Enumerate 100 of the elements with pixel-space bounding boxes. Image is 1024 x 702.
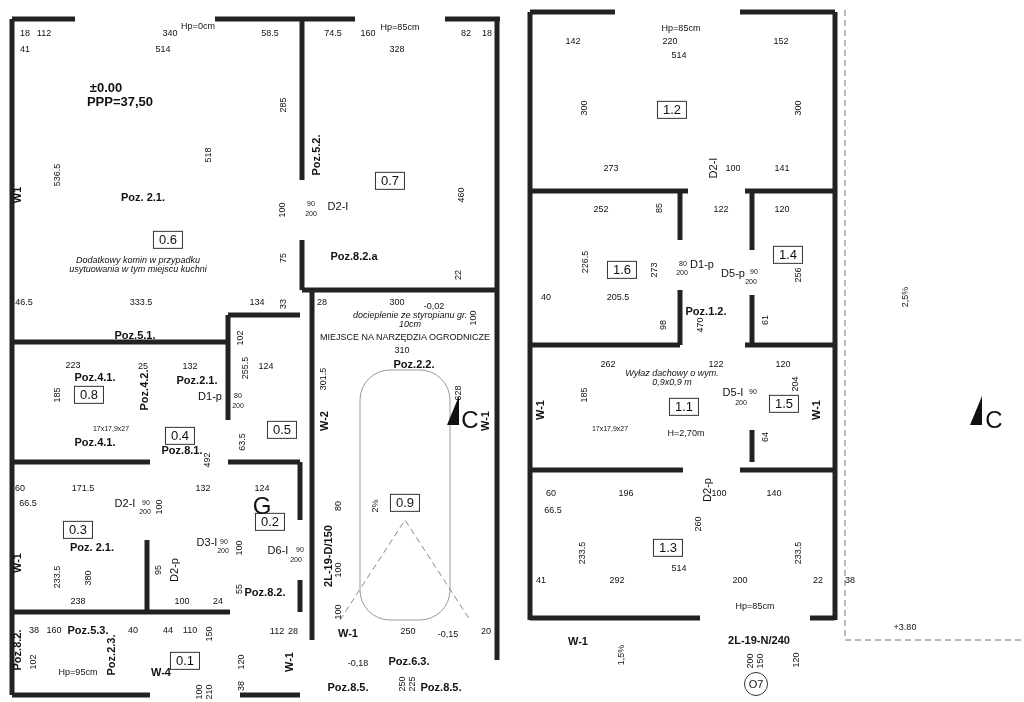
dimension-label: 255.5 xyxy=(241,356,251,380)
dimension-label: 122 xyxy=(713,205,729,215)
annotation-text: Hp=85cm xyxy=(380,23,420,33)
dimension-label: 74.5 xyxy=(324,29,342,39)
dimension-label: 112 xyxy=(269,627,285,637)
annotation-text: -0,15 xyxy=(437,630,459,640)
wall-label: W-1 xyxy=(568,636,588,648)
dimension-label: 64 xyxy=(761,432,771,442)
door-label: D3-I xyxy=(196,537,218,549)
dimension-label: 142 xyxy=(565,37,581,47)
dimension-label: 140 xyxy=(766,489,782,499)
dimension-label: 44 xyxy=(163,626,173,636)
dimension-label: 120 xyxy=(774,205,790,215)
dimension-label: 22 xyxy=(454,270,464,280)
dimension-label: 58.5 xyxy=(261,29,279,39)
dimension-label: 628 xyxy=(454,385,464,401)
dimension-label: 124 xyxy=(258,362,274,372)
annotation-text: Hp=95cm xyxy=(58,668,98,678)
door-label: D1-p xyxy=(198,391,222,403)
window-mark-circle: O7 xyxy=(744,672,768,696)
dimension-label: 518 xyxy=(204,147,214,163)
dimension-label: 256 xyxy=(794,267,804,283)
dimension-label: 225 xyxy=(408,676,418,692)
dimension-label: 226.5 xyxy=(581,250,591,274)
wall-label: W-1 xyxy=(12,553,24,573)
dimension-label: 110 xyxy=(182,626,198,636)
dimension-label: 63.5 xyxy=(238,433,248,451)
room-number-tag: 0.7 xyxy=(374,171,406,191)
position-label: Poz. 2.1. xyxy=(121,192,165,204)
dimension-label: 292 xyxy=(609,576,625,586)
door-label: D2-p xyxy=(702,478,714,502)
dimension-label: 100 xyxy=(195,684,205,700)
room-number-tag: 0.4 xyxy=(164,426,196,446)
dimension-label: 273 xyxy=(650,262,660,278)
dimension-label: 204 xyxy=(791,376,801,392)
wall-label: W-1 xyxy=(811,400,823,420)
position-label: Poz.5.2. xyxy=(311,134,323,176)
dimension-label: 120 xyxy=(792,652,802,668)
dimension-label: 75 xyxy=(279,253,289,263)
dimension-label: 98 xyxy=(659,320,669,330)
dimension-label: 20 xyxy=(481,627,491,637)
room-number-tag: 0.5 xyxy=(266,420,298,440)
dimension-label: 210 xyxy=(205,684,215,700)
dimension-label: 2% xyxy=(371,499,381,513)
dimension-label: 40 xyxy=(128,626,138,636)
dimension-label: 112 xyxy=(36,29,52,39)
wall-label: W1 xyxy=(12,186,24,204)
room-number-tag: 1.3 xyxy=(652,538,684,558)
dimension-label: 185 xyxy=(580,387,590,403)
dimension-label: 95 xyxy=(154,565,164,575)
dimension-label: 171.5 xyxy=(71,484,95,494)
dimension-label: 40 xyxy=(541,293,551,303)
note-text: Wyłaz dachowy o wym. 0,9x0,9 m xyxy=(624,368,720,388)
room-number-tag: 1.2 xyxy=(656,100,688,120)
dimension-label: 25 xyxy=(138,362,148,372)
room-number-tag: 0.1 xyxy=(169,651,201,671)
annotation-text: Hp=85cm xyxy=(661,24,701,34)
dimension-label: 100 xyxy=(278,202,288,218)
annotation-text: H=2,70m xyxy=(667,429,705,439)
dimension-label: 262 xyxy=(600,360,616,370)
dimension-label: 100 xyxy=(235,540,245,556)
position-label: Poz.8.1. xyxy=(161,445,203,457)
dimension-label: 514 xyxy=(671,564,687,574)
dimension-label: 2,5% xyxy=(901,286,911,308)
dimension-label: 536.5 xyxy=(53,163,63,187)
dimension-label: 333.5 xyxy=(129,298,153,308)
position-label: Poz.6.3. xyxy=(388,656,430,668)
wall-label: W-2 xyxy=(319,411,331,431)
dimension-label: 220 xyxy=(662,37,678,47)
dimension-label: 460 xyxy=(457,187,467,203)
position-label: Poz.8.5. xyxy=(420,682,462,694)
dimension-label: 132 xyxy=(195,484,211,494)
room-number-tag: 1.5 xyxy=(768,394,800,414)
dimension-label: 300 xyxy=(794,100,804,116)
dimension-label: 122 xyxy=(708,360,724,370)
dimension-label: 100 xyxy=(174,597,190,607)
room-number-tag: 1.6 xyxy=(606,260,638,280)
wall-label: W-1 xyxy=(480,411,492,431)
door-label: D2-I xyxy=(708,157,720,179)
annotation-text: MIEJSCE NA NARZĘDZIA OGRODNICZE xyxy=(320,333,490,343)
dimension-label: 340 xyxy=(162,29,178,39)
dimension-label: 132 xyxy=(182,362,198,372)
annotation-text: +3.80 xyxy=(893,623,917,633)
dimension-label: 38 xyxy=(29,626,39,636)
dimension-label: 18 xyxy=(20,29,30,39)
position-label: Poz.1.2. xyxy=(685,306,727,318)
position-label: Poz.2.1. xyxy=(176,375,218,387)
wall-label: W-4 xyxy=(151,667,171,679)
dimension-label: 238 xyxy=(70,597,86,607)
dimension-label: 100 xyxy=(711,489,727,499)
position-label: Poz.8.2. xyxy=(244,587,286,599)
dimension-label: 152 xyxy=(773,37,789,47)
dimension-label: 300 xyxy=(580,100,590,116)
dimension-label: 260 xyxy=(694,516,704,532)
dimension-label: 22 xyxy=(813,576,823,586)
dimension-label: 134 xyxy=(249,298,265,308)
position-label: Poz.5.1. xyxy=(114,330,156,342)
dimension-label: 150 xyxy=(756,653,766,669)
dimension-label: 100 xyxy=(725,164,741,174)
door-label: D1-p xyxy=(690,259,714,271)
